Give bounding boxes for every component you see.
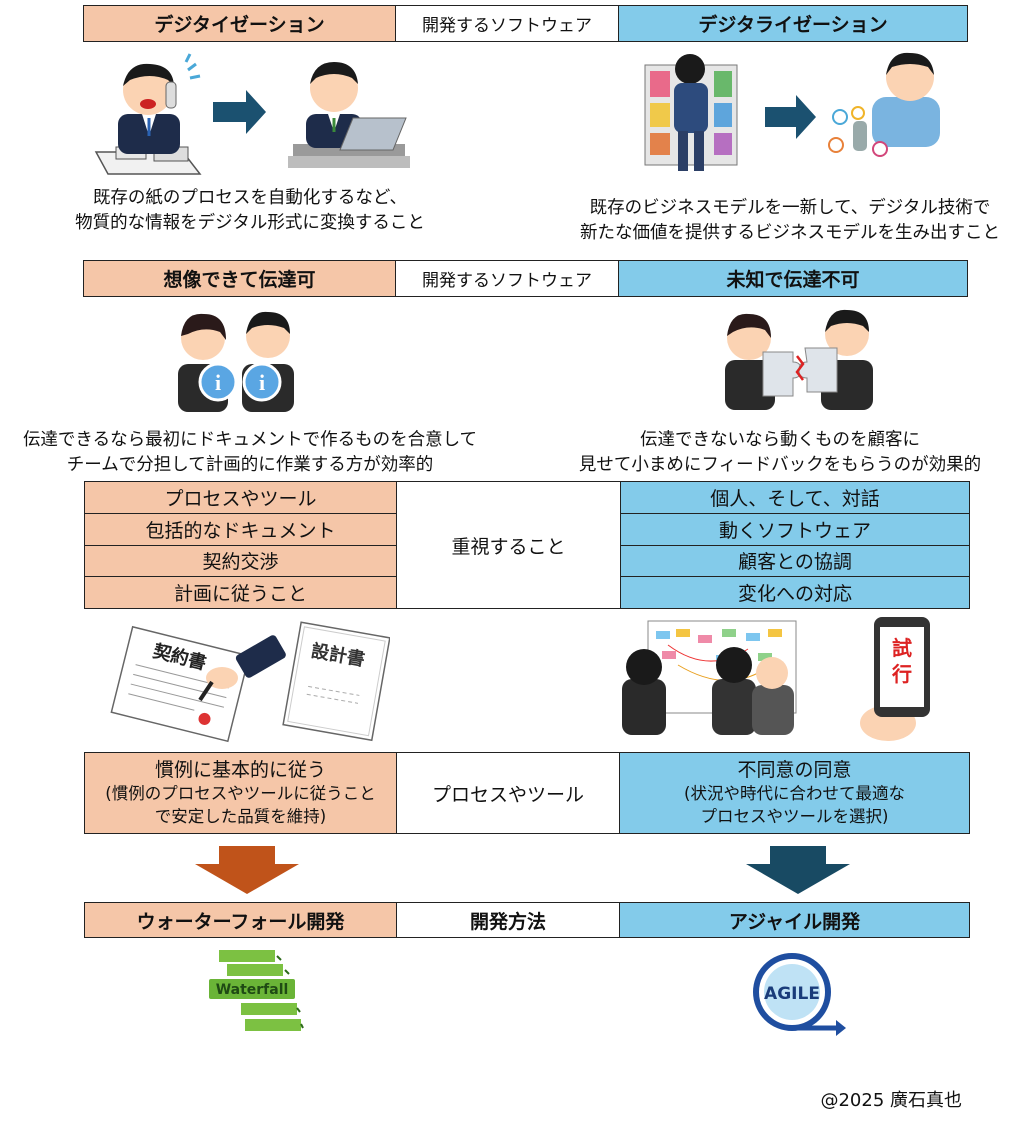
method-center-label: 開発方法 [396, 903, 619, 937]
svg-text:AGILE: AGILE [764, 984, 820, 1004]
info-icon [242, 362, 282, 402]
laptop-worker-icon [288, 62, 410, 168]
svg-text:Waterfall: Waterfall [216, 982, 289, 998]
process-left-cell: 慣例に基本的に従う (慣例のプロセスやツールに従うこと で安定した品質を維持) [85, 753, 396, 833]
agile-values-column: 個人、そして、対話 動くソフトウェア 顧客との協調 変化への対応 [620, 482, 969, 608]
software-label-2: 開発するソフトウェア [395, 261, 618, 296]
digitalization-label: デジタライゼーション [618, 6, 967, 41]
agile-board-illustration: 試 行 [622, 617, 930, 741]
value-right-2: 動くソフトウェア [621, 512, 969, 545]
business-model-illustration [644, 52, 940, 171]
puzzle-piece-icon [798, 347, 838, 393]
documents-illustration: 契約書 設計書 [110, 621, 390, 743]
value-right-3: 顧客との協調 [621, 544, 969, 577]
value-left-4: 計画に従うこと [85, 576, 396, 608]
process-center-label: プロセスやツール [396, 753, 619, 833]
arrow-down-icon [195, 846, 299, 894]
waterfall-icon: Waterfall [209, 950, 304, 1031]
agile-cycle-icon: AGILE [753, 953, 846, 1036]
magazine-rack-icon [644, 54, 738, 171]
communicable-label: 想像できて伝達可 [84, 261, 395, 296]
value-left-2: 包括的なドキュメント [85, 512, 396, 545]
puzzle-mismatch-illustration [725, 309, 873, 410]
svg-text:i: i [259, 370, 265, 395]
svg-text:行: 行 [891, 662, 912, 686]
value-left-3: 契約交渉 [85, 544, 396, 577]
smartphone-trial-icon: 試 行 [860, 617, 930, 741]
copyright-footer: @2025 廣石真也 [820, 1090, 962, 1111]
value-left-1: プロセスやツール [85, 482, 396, 513]
arrow-down-icon [746, 846, 850, 894]
paper-process-illustration [94, 53, 410, 175]
software-label-1: 開発するソフトウェア [395, 6, 618, 41]
process-right-cell: 不同意の同意 (状況や時代に合わせて最適な プロセスやツールを選択) [619, 753, 969, 833]
info-icon [198, 362, 238, 402]
puzzle-piece-icon [762, 351, 802, 397]
signing-hand-icon [198, 635, 286, 702]
process-row: 慣例に基本的に従う (慣例のプロセスやツールに従うこと で安定した品質を維持) … [84, 752, 970, 834]
digitization-header-row: デジタイゼーション 開発するソフトウェア デジタライゼーション [83, 5, 968, 42]
team-members-icon [622, 647, 794, 735]
arrow-right-icon [213, 90, 266, 134]
values-comparison-grid: プロセスやツール 包括的なドキュメント 契約交渉 計画に従うこと 重視すること … [84, 481, 970, 609]
information-sharing-illustration: i i [178, 311, 294, 412]
waterfall-label: ウォーターフォール開発 [85, 903, 396, 937]
value-right-4: 変化への対応 [621, 576, 969, 608]
arrow-right-icon [765, 95, 816, 139]
communicable-caption: 伝達できるなら最初にドキュメントで作るものを合意して チームで分担して計画的に作… [22, 430, 478, 475]
svg-text:i: i [215, 370, 221, 395]
values-center-label: 重視すること [397, 482, 620, 608]
stressed-phone-worker-icon [94, 53, 202, 175]
agile-label: アジャイル開発 [619, 903, 969, 937]
value-right-1: 個人、そして、対話 [621, 482, 969, 513]
digitalization-caption: 既存のビジネスモデルを一新して、デジタル技術で 新たな価値を提供するビジネスモデ… [580, 198, 1000, 243]
contract-document-icon: 契約書 [110, 625, 251, 743]
traditional-values-column: プロセスやツール 包括的なドキュメント 契約交渉 計画に従うこと [85, 482, 396, 608]
design-document-icon: 設計書 [282, 621, 390, 742]
unknown-label: 未知で伝達不可 [618, 261, 967, 296]
smart-speaker-user-icon [828, 52, 940, 157]
communicability-header-row: 想像できて伝達可 開発するソフトウェア 未知で伝達不可 [83, 260, 968, 297]
digitization-caption: 既存の紙のプロセスを自動化するなど、 物質的な情報をデジタル形式に変換すること [75, 188, 425, 233]
svg-text:試: 試 [892, 636, 912, 660]
unknown-caption: 伝達できないなら動くものを顧客に 見せて小まめにフィードバックをもらうのが効果的 [578, 430, 982, 475]
digitization-label: デジタイゼーション [84, 6, 395, 41]
method-row: ウォーターフォール開発 開発方法 アジャイル開発 [84, 902, 970, 938]
